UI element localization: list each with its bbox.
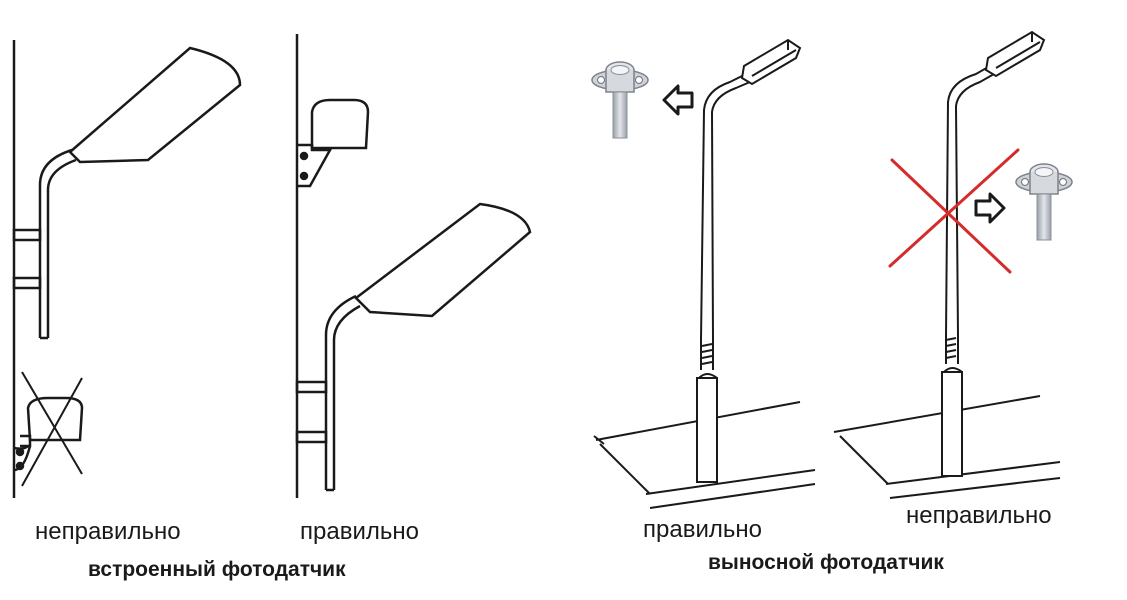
lamp-arm (38, 148, 73, 338)
pole-base (696, 377, 718, 483)
pole-base (941, 371, 963, 477)
label-left-wrong: неправильно (35, 518, 181, 545)
label-left-right: правильно (300, 518, 419, 545)
remote-photosensor (1015, 163, 1073, 241)
label-right-right: правильно (643, 516, 762, 543)
built-in-photosensor (297, 98, 370, 188)
panel-builtin-right (295, 34, 532, 498)
luminaire-head (354, 202, 532, 318)
luminaire-head (984, 30, 1046, 78)
arrow-left-icon (662, 84, 694, 116)
panel-remote-wrong (833, 30, 1073, 499)
remote-photosensor (591, 61, 649, 139)
arrow-right-icon (974, 192, 1006, 224)
panel-remote-right (591, 38, 816, 509)
cross-mark (21, 371, 83, 487)
built-in-photosensor (13, 396, 84, 472)
lamp-arm (324, 294, 357, 490)
caption-remote: выносной фотодатчик (708, 551, 944, 574)
caption-built-in: встроенный фотодатчик (88, 558, 346, 581)
luminaire-head (740, 38, 802, 86)
luminaire-head (68, 46, 242, 164)
pole-shaft (945, 65, 991, 337)
panel-builtin-wrong (12, 40, 242, 498)
label-right-wrong: неправильно (906, 502, 1052, 529)
pole-shaft (700, 73, 747, 341)
cross-mark (888, 148, 1020, 274)
